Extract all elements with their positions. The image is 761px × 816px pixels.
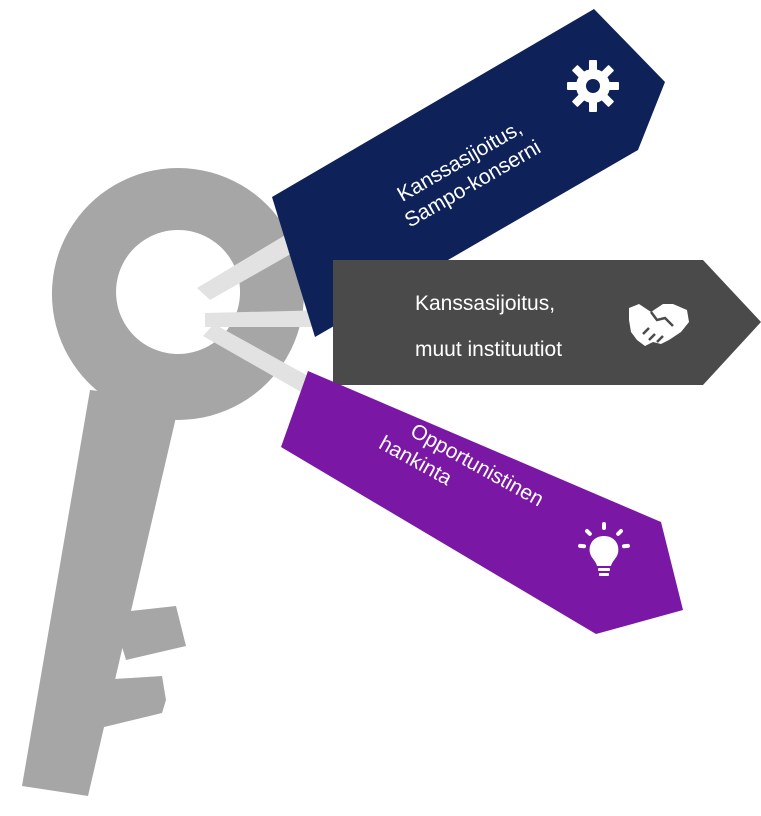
key-bow bbox=[51, 168, 304, 420]
tag-institutions: Kanssasijoitus, muut instituutiot bbox=[333, 260, 761, 385]
gear-icon bbox=[567, 60, 619, 112]
tag-institutions-shape bbox=[333, 260, 761, 385]
handshake-icon bbox=[629, 304, 689, 346]
tag-sampo: Kanssasijoitus, Sampo-konserni bbox=[272, 9, 665, 337]
key-bit-lower bbox=[98, 676, 166, 728]
lightbulb-icon bbox=[578, 522, 630, 576]
key-shaft bbox=[22, 390, 180, 796]
tag-institutions-line1: Kanssasijoitus, bbox=[415, 292, 555, 315]
tag-opportunistic: Opportunistinen hankinta bbox=[281, 371, 683, 634]
key-bit-upper bbox=[112, 606, 186, 660]
tag-opportunistic-shape bbox=[281, 371, 683, 634]
tag-sampo-shape bbox=[272, 9, 665, 337]
tag-institutions-line2: muut instituutiot bbox=[415, 338, 562, 361]
